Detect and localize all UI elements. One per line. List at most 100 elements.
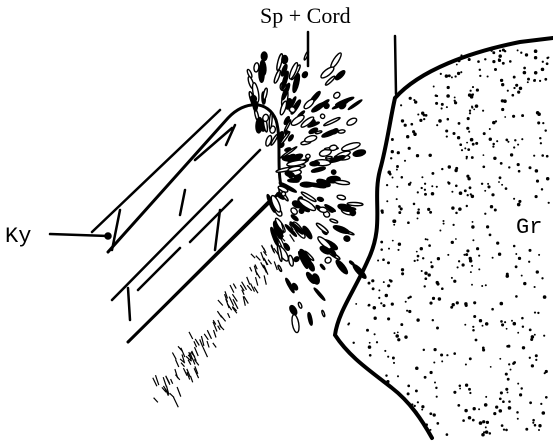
stipple-dot	[424, 285, 426, 287]
stipple-dot	[471, 284, 473, 286]
stipple-dot	[478, 408, 480, 410]
ky-leader-end	[106, 234, 111, 239]
stipple-dot	[469, 259, 472, 262]
stipple-dot	[430, 429, 432, 431]
corona-dash	[264, 275, 266, 284]
corona-grain	[317, 197, 324, 202]
stipple-dot	[434, 382, 436, 384]
corona-grain	[277, 265, 282, 272]
corona-grain	[352, 149, 366, 158]
stipple-dot	[495, 405, 498, 408]
corona-grain	[338, 129, 345, 133]
stipple-dot	[515, 253, 517, 255]
stipple-dot	[394, 332, 396, 334]
stipple-dot	[469, 110, 471, 112]
stipple-dot	[452, 224, 454, 226]
stipple-dot	[548, 56, 550, 58]
stipple-dot	[475, 339, 478, 342]
stipple-dot	[481, 433, 485, 437]
corona-dash	[264, 258, 268, 265]
stipple-dot	[396, 198, 398, 200]
stipple-dot	[534, 71, 538, 75]
corona-grain	[311, 166, 326, 173]
stipple-dot	[482, 165, 485, 168]
corona-grain	[324, 256, 332, 264]
stipple-dot	[425, 238, 427, 240]
corona-grain	[310, 161, 320, 166]
stipple-dot	[508, 400, 511, 403]
stipple-dot	[505, 187, 508, 190]
stipple-dot	[515, 265, 518, 268]
stipple-dot	[409, 97, 412, 100]
corona-dash	[176, 360, 179, 368]
stipple-dot	[478, 52, 480, 54]
corona-grain	[321, 310, 325, 317]
stipple-dot	[406, 310, 408, 312]
stipple-dot	[522, 325, 524, 327]
stipple-dot	[368, 305, 370, 307]
stipple-dot	[387, 356, 389, 358]
corona-dash	[268, 260, 271, 265]
stipple-dot	[387, 261, 390, 264]
corona-grain	[250, 95, 257, 103]
stipple-dot	[513, 146, 515, 148]
stipple-dot	[483, 154, 485, 156]
corona-grain	[261, 52, 267, 61]
corona-dash	[247, 285, 252, 291]
kyanite-long-edge	[112, 150, 260, 300]
stipple-dot	[455, 212, 458, 215]
corona-grain	[298, 302, 303, 309]
corona-grain	[304, 134, 317, 143]
sp-cord-label: Sp + Cord	[260, 3, 351, 28]
stipple-dot	[482, 110, 484, 112]
stipple-dot	[452, 132, 455, 135]
stipple-dot	[514, 139, 516, 141]
gr-label: Gr	[516, 215, 542, 240]
stipple-dot	[472, 326, 474, 328]
stipple-dot	[348, 322, 350, 324]
stipple-dot	[507, 391, 509, 393]
stipple-dot	[441, 287, 444, 290]
corona-grain	[347, 202, 363, 206]
stipple-dot	[473, 315, 476, 318]
stipple-dot	[471, 106, 473, 108]
stipple-dot	[372, 287, 375, 290]
stipple-dot	[486, 225, 489, 228]
stipple-dot	[436, 327, 439, 330]
corona-dash	[175, 369, 178, 378]
stipple-dot	[398, 205, 401, 208]
kyanite-outline	[108, 105, 282, 342]
corona-dash	[191, 376, 193, 382]
stipple-dot	[423, 118, 425, 120]
stipple-dot	[420, 247, 423, 250]
stipple-dot	[425, 423, 428, 426]
stipple-dot	[482, 347, 485, 350]
stipple-dot	[436, 186, 438, 188]
corona-dash	[170, 393, 174, 397]
stipple-dot	[466, 156, 468, 158]
sp-cord-leader-right	[395, 36, 396, 94]
stipple-dot	[507, 141, 509, 143]
stipple-dot	[385, 294, 388, 297]
stipple-dot	[451, 241, 454, 244]
stipple-dot	[476, 247, 479, 250]
stipple-dot	[376, 341, 378, 343]
stipple-dot	[500, 302, 504, 306]
stipple-dot	[501, 108, 504, 111]
stipple-dot	[460, 54, 462, 56]
stipple-dot	[538, 254, 540, 256]
corona-grain	[334, 69, 346, 81]
stipple-dot	[500, 162, 503, 165]
stipple-dot	[417, 211, 420, 214]
stipple-dot	[505, 429, 508, 432]
stipple-dot	[366, 329, 369, 332]
stipple-dot	[432, 297, 435, 300]
stipple-dot	[440, 353, 443, 356]
stipple-dot	[520, 387, 522, 389]
stipple-dot	[368, 282, 371, 285]
stipple-dot	[457, 136, 460, 139]
stipple-dot	[371, 279, 374, 282]
stipple-dot	[443, 223, 445, 225]
stipple-dot	[448, 182, 451, 185]
stipple-dot	[478, 268, 480, 270]
